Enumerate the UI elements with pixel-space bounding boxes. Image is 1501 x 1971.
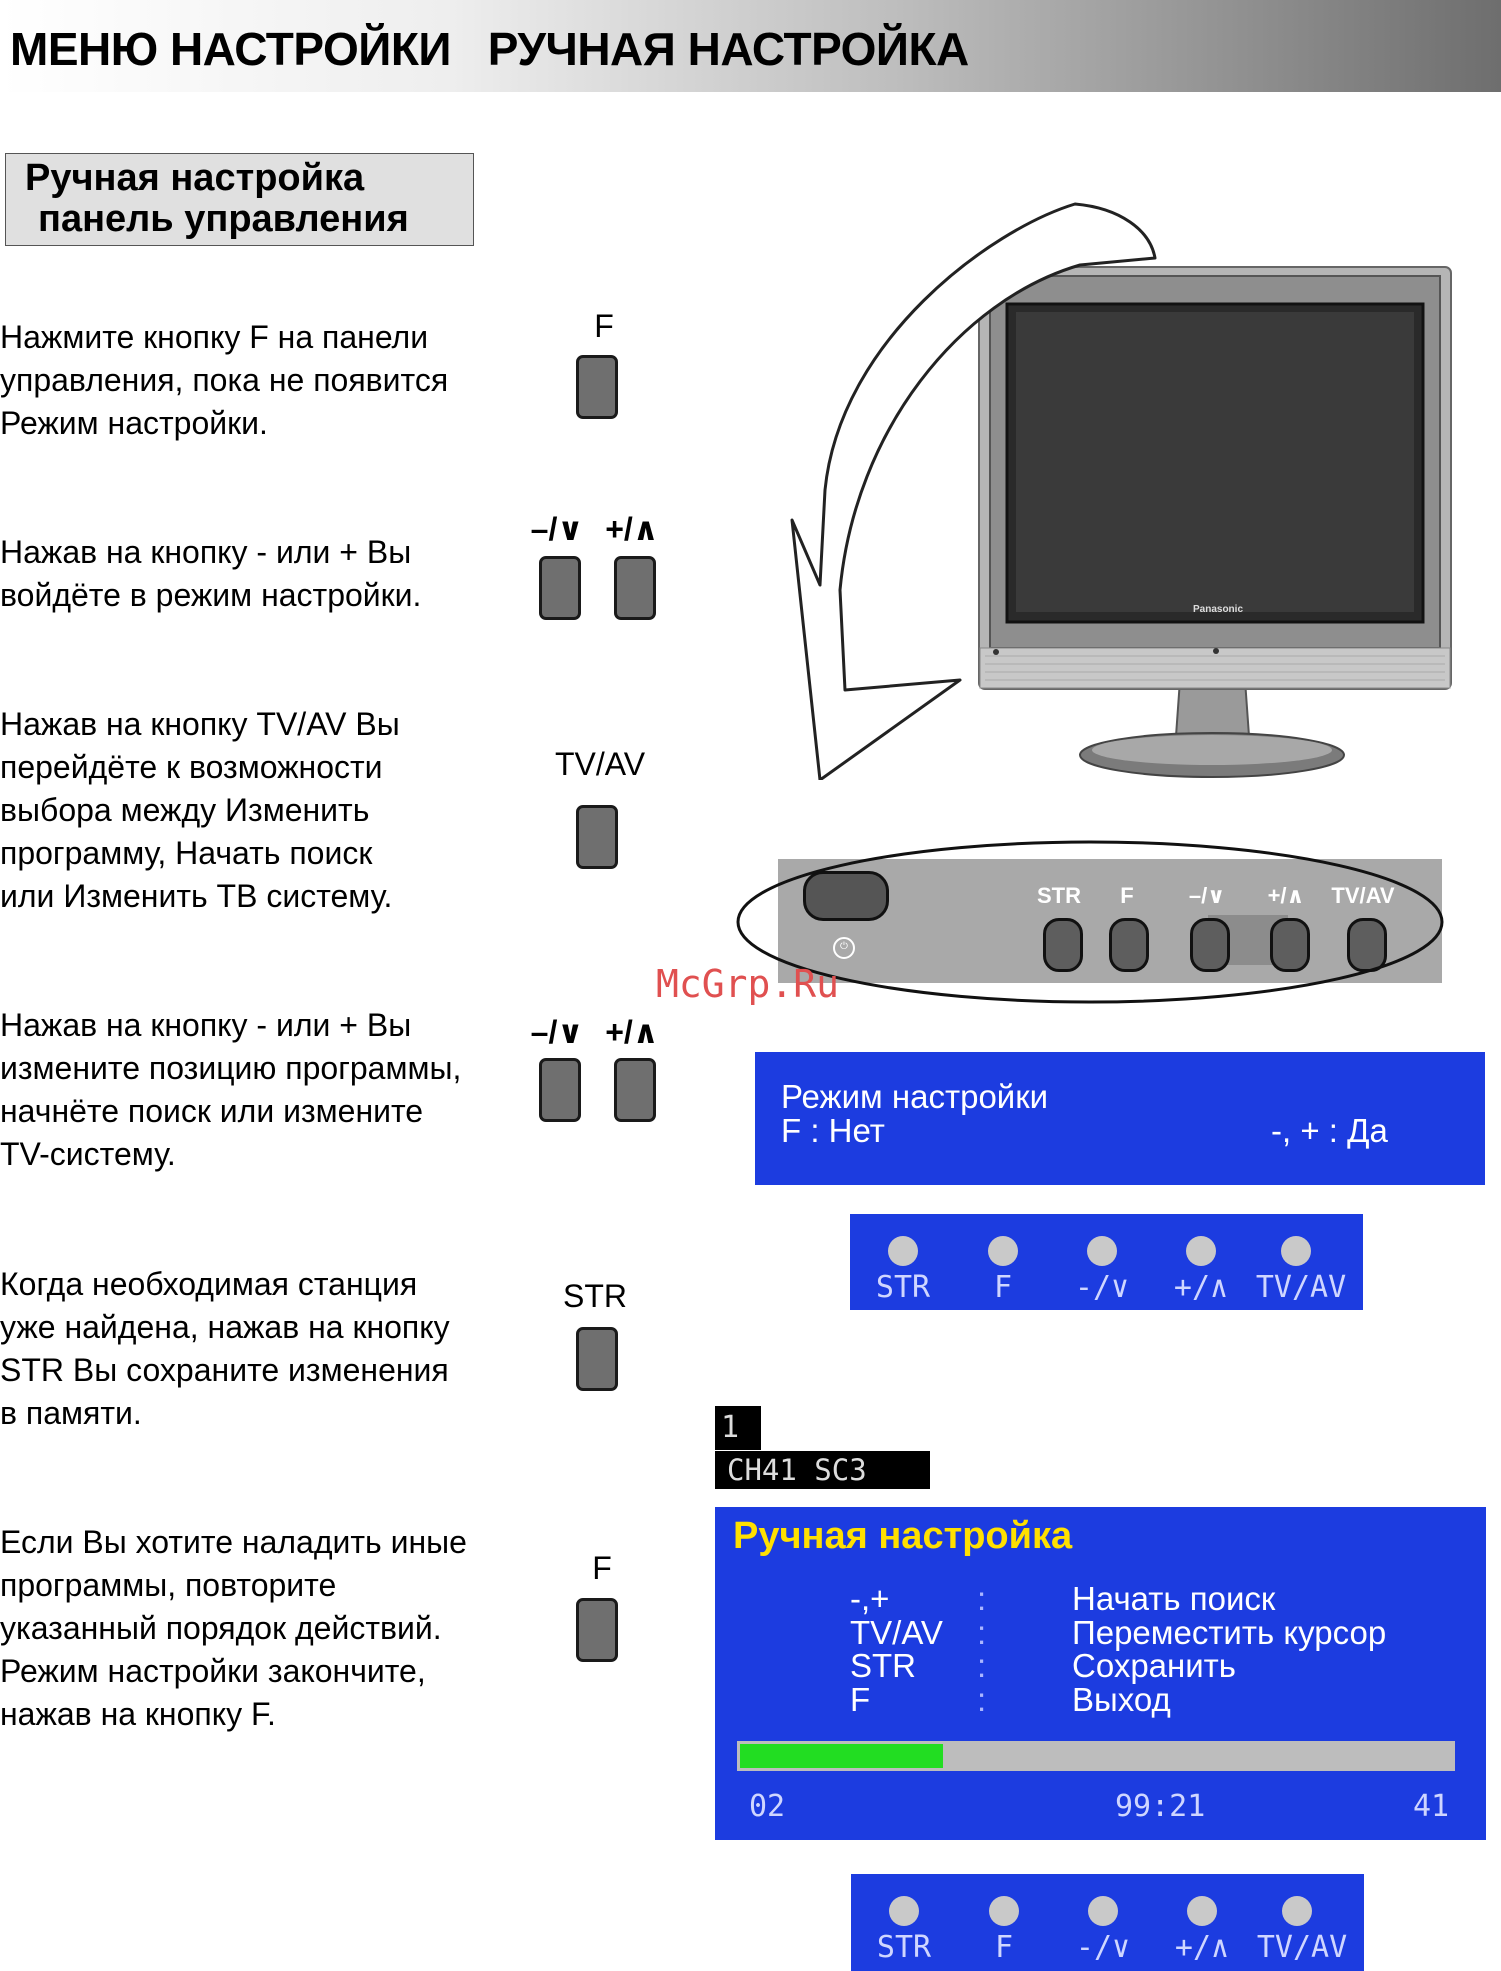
osd-row-action: Выход: [1072, 1681, 1171, 1718]
panel-str-button: [1043, 918, 1083, 972]
osd-row-key: TV/AV: [850, 1614, 943, 1651]
legend-dot-tvav: [1281, 1236, 1311, 1266]
legend-label-f: F: [994, 1930, 1014, 1965]
legend-dot-f: [989, 1896, 1019, 1926]
panel-label-plus: +/∧: [1267, 883, 1305, 908]
step-6-button-label: F: [592, 1550, 612, 1586]
panel-label-minus: –/∨: [1188, 883, 1226, 908]
panel-label-tvav: TV/AV: [1331, 883, 1395, 908]
panel-f-button: [1109, 918, 1149, 972]
osd-row-key: -,+: [850, 1580, 890, 1617]
minus-button: [539, 556, 581, 620]
panel-plus-button: [1270, 918, 1310, 972]
osd-manual-panel: Ручная настройка -,+ : Начать поиск TV/A…: [715, 1507, 1486, 1840]
legend-label-plus: +/∧: [1173, 1270, 1229, 1305]
channel-label: CH41 SC3: [715, 1451, 930, 1489]
osd-row-action: Переместить курсор: [1072, 1614, 1387, 1651]
panel-label-f: F: [1120, 883, 1134, 908]
tuning-progress-fill: [740, 1744, 943, 1768]
osd-row-sep: :: [977, 1647, 987, 1684]
osd-mode-right: -, + : Да: [1271, 1112, 1388, 1149]
page-title: МЕНЮ НАСТРОЙКИ РУЧНАЯ НАСТРОЙКА: [10, 23, 969, 75]
osd-footer-right: 41: [1413, 1789, 1450, 1824]
tvav-button: [576, 805, 618, 869]
legend-dot-f: [988, 1236, 1018, 1266]
step-6-text: Если Вы хотите наладить иные программы, …: [0, 1524, 467, 1732]
step-1-button-label: F: [594, 308, 614, 344]
step-4-text: Нажав на кнопку - или + Вы измените пози…: [0, 1007, 462, 1172]
step-5-text: Когда необходимая станция уже найдена, н…: [0, 1266, 450, 1431]
step-1-text: Нажмите кнопку F на панели управления, п…: [0, 319, 449, 441]
f-button-2: [576, 1598, 618, 1662]
osd-footer-left: 02: [749, 1789, 786, 1824]
osd-row-sep: :: [977, 1614, 987, 1651]
tv-brand: Panasonic: [1192, 604, 1244, 615]
power-icon: ⏻: [833, 937, 855, 959]
channel-number: 1: [715, 1406, 761, 1450]
minus-button-label-2: –/∨: [530, 1014, 584, 1050]
legend-label-tvav: TV/AV: [1255, 1270, 1347, 1305]
step-2-text: Нажав на кнопку - или + Вы войдёте в реж…: [0, 534, 422, 613]
legend-label-str: STR: [876, 1930, 932, 1965]
minus-button-2: [539, 1058, 581, 1122]
osd-manual-title: Ручная настройка: [733, 1515, 1073, 1557]
osd-row-action: Сохранить: [1072, 1647, 1236, 1684]
panel-label-str: STR: [1037, 883, 1081, 908]
section-title-box: Ручная настройка панель управления: [5, 153, 474, 246]
header-bar: [0, 0, 1501, 92]
section-title-line2: панель управления: [38, 198, 409, 240]
legend-dot-minus: [1088, 1896, 1118, 1926]
osd-row-key: F: [850, 1681, 871, 1718]
plus-button: [614, 556, 656, 620]
osd-row-sep: :: [977, 1580, 987, 1617]
legend-dot-plus: [1187, 1896, 1217, 1926]
step-3-button-label: TV/AV: [554, 746, 646, 782]
osd-row-sep: :: [977, 1681, 987, 1718]
legend-label-str: STR: [875, 1270, 931, 1305]
button-legend-2: STR F -/∨ +/∧ TV/AV: [851, 1874, 1364, 1971]
f-button: [576, 355, 618, 419]
watermark: McGrp.Ru: [656, 962, 840, 1006]
panel-highlight-ellipse: [736, 840, 1444, 1004]
osd-mode-title: Режим настройки: [781, 1078, 1049, 1115]
legend-dot-str: [888, 1236, 918, 1266]
power-button: [803, 871, 889, 921]
section-title-line1: Ручная настройка: [25, 157, 365, 199]
plus-button-2: [614, 1058, 656, 1122]
legend-dot-str: [889, 1896, 919, 1926]
button-legend: STR F -/∨ +/∧ TV/AV: [850, 1214, 1363, 1310]
legend-label-f: F: [993, 1270, 1013, 1305]
legend-label-tvav: TV/AV: [1256, 1930, 1348, 1965]
control-panel: ⏻ STR F –/∨ +/∧ TV/AV: [778, 859, 1442, 983]
panel-minus-button: [1190, 918, 1230, 972]
legend-dot-plus: [1186, 1236, 1216, 1266]
tv-illustration: [790, 202, 1452, 780]
step-5-button-label: STR: [563, 1278, 627, 1314]
legend-dot-minus: [1087, 1236, 1117, 1266]
osd-mode-panel: Режим настройки F : Нет -, + : Да: [755, 1052, 1485, 1185]
plus-button-label: +/∧: [605, 511, 659, 547]
str-button: [576, 1327, 618, 1391]
legend-label-plus: +/∧: [1174, 1930, 1230, 1965]
minus-button-label: –/∨: [530, 511, 584, 547]
tuning-progress-bar: [737, 1741, 1455, 1771]
plus-button-label-2: +/∧: [605, 1014, 659, 1050]
legend-dot-tvav: [1282, 1896, 1312, 1926]
osd-mode-left: F : Нет: [781, 1112, 885, 1149]
osd-row-key: STR: [850, 1647, 916, 1684]
legend-label-minus: -/∨: [1075, 1930, 1131, 1965]
osd-row-action: Начать поиск: [1072, 1580, 1276, 1617]
step-3-text: Нажав на кнопку TV/AV Вы перейдёте к воз…: [0, 706, 400, 914]
legend-label-minus: -/∨: [1074, 1270, 1130, 1305]
osd-footer-center: 99:21: [1115, 1789, 1206, 1824]
